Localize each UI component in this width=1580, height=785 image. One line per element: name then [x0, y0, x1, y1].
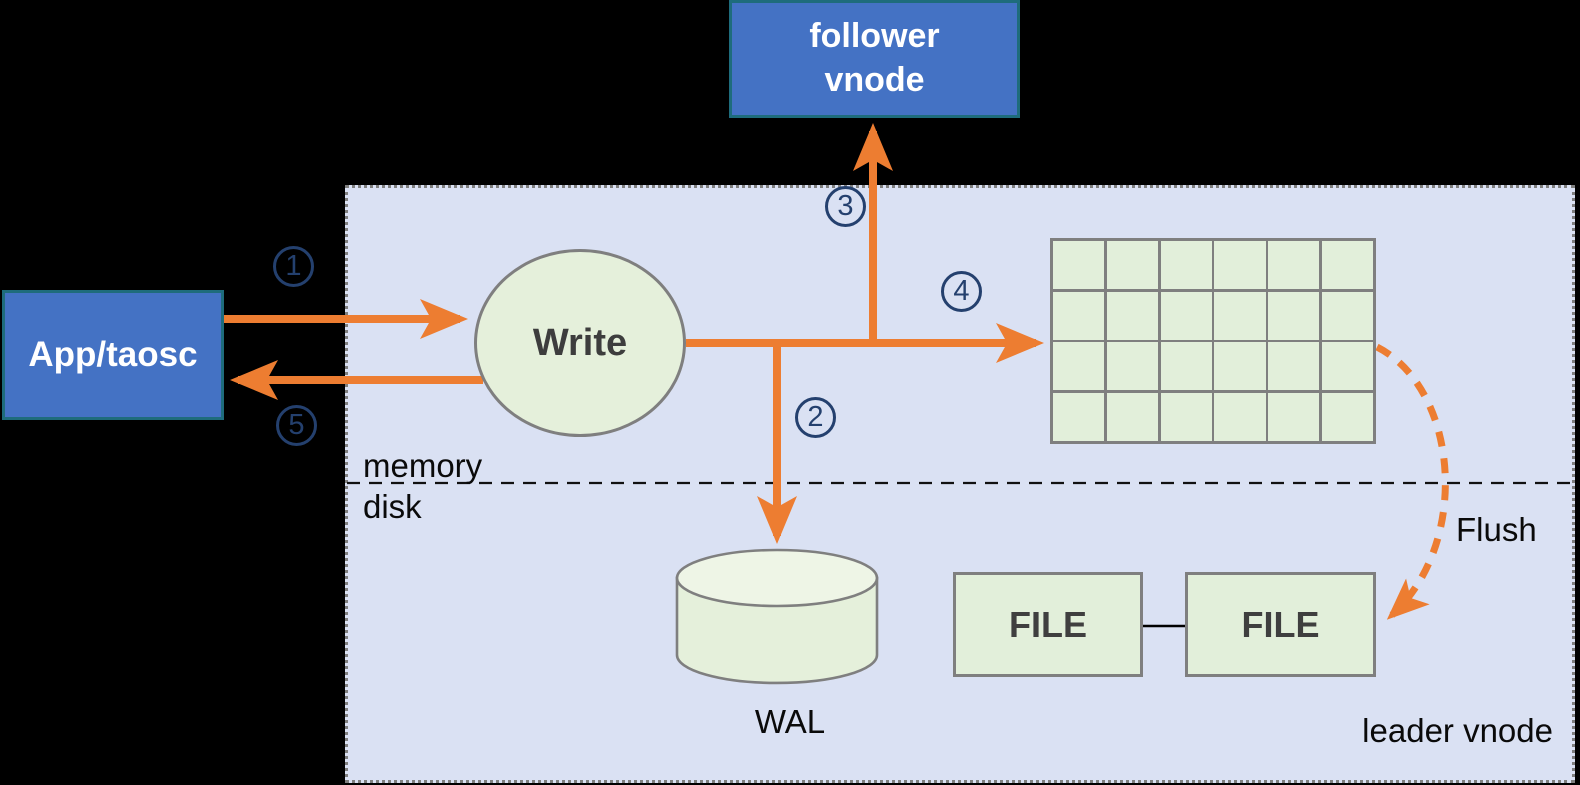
wal-label: WAL — [754, 703, 826, 740]
memtable-cell — [1321, 291, 1373, 340]
memtable-cell — [1321, 342, 1373, 391]
memory-label: memory — [363, 447, 483, 484]
wal-cylinder — [675, 548, 879, 685]
memtable-cell — [1268, 241, 1320, 290]
disk-label: disk — [363, 488, 422, 525]
memtable-cell — [1053, 342, 1105, 391]
arrow-flush — [1375, 343, 1449, 620]
memtable-cell — [1214, 392, 1266, 441]
memtable-cell — [1214, 342, 1266, 391]
memtable-cell — [1160, 392, 1212, 441]
memtable-cell — [1268, 342, 1320, 391]
memtable-cell — [1321, 392, 1373, 441]
memtable-cell — [1160, 342, 1212, 391]
memtable-cell — [1160, 241, 1212, 290]
follower-vnode-label-line1: follower — [809, 17, 940, 56]
app-taosc-label: App/taosc — [28, 334, 198, 374]
memtable-cell — [1106, 241, 1158, 290]
memtable-cell — [1053, 392, 1105, 441]
flush-label: Flush — [1456, 511, 1537, 548]
app-taosc-node: App/taosc — [2, 290, 224, 420]
memtable-cell — [1160, 291, 1212, 340]
file-left-label: FILE — [1009, 603, 1087, 645]
memtable-cell — [1106, 291, 1158, 340]
memtable-cell — [1321, 241, 1373, 290]
step-4-badge: 4 — [941, 271, 982, 312]
follower-vnode-label-line2: vnode — [824, 61, 925, 99]
step-5-badge: 5 — [276, 405, 317, 446]
memtable-cell — [1106, 342, 1158, 391]
follower-vnode-node: follower vnode — [729, 0, 1020, 118]
step-1-badge: 1 — [273, 246, 314, 287]
memtable-cell — [1053, 241, 1105, 290]
step-3-badge: 3 — [825, 186, 866, 227]
step-2-badge: 2 — [795, 397, 836, 438]
write-node: Write — [474, 249, 686, 437]
memtable-cell — [1268, 392, 1320, 441]
file-node-right: FILE — [1185, 572, 1376, 677]
file-node-left: FILE — [953, 572, 1143, 677]
memtable-cell — [1214, 241, 1266, 290]
file-right-label: FILE — [1241, 603, 1320, 645]
memtable-cell — [1106, 392, 1158, 441]
memtable-grid — [1050, 238, 1376, 444]
leader-vnode-label: leader vnode — [1362, 712, 1553, 749]
memtable-cell — [1053, 291, 1105, 340]
memtable-cell — [1214, 291, 1266, 340]
write-label: Write — [532, 321, 628, 364]
memtable-cell — [1268, 291, 1320, 340]
